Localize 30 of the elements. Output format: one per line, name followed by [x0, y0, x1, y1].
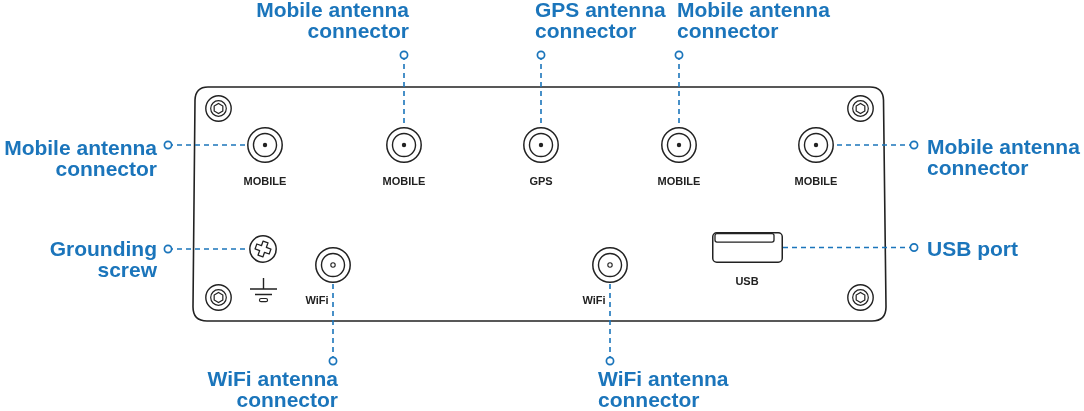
antenna-connector — [386, 127, 422, 163]
leader-line — [328, 282, 338, 366]
antenna-connector — [315, 247, 351, 283]
antenna-connector — [523, 127, 559, 163]
callout-text: WiFi antenna connector — [598, 361, 730, 410]
leader-line — [605, 282, 615, 366]
antenna-connector — [798, 127, 834, 163]
leader-line — [163, 140, 248, 150]
grounding-screw — [249, 235, 277, 263]
usb-port — [712, 232, 783, 263]
port-label: WiFi — [305, 294, 329, 306]
callout-text: WiFi antenna connector — [206, 361, 338, 410]
port-label: MOBILE — [657, 175, 701, 187]
port-label: MOBILE — [382, 175, 426, 187]
port-label: WiFi — [582, 294, 606, 306]
antenna-connector — [247, 127, 283, 163]
leader-line — [782, 243, 919, 252]
callout-text: GPS antenna connector — [535, 0, 667, 55]
callout-text: USB port — [914, 238, 1019, 259]
port-label: MOBILE — [794, 175, 838, 187]
callout-text: Mobile antenna connector — [914, 136, 1081, 178]
antenna-connector — [661, 127, 697, 163]
callout-text: Grounding screw — [48, 238, 168, 280]
port-label: MOBILE — [243, 175, 287, 187]
port-label: USB — [735, 275, 759, 287]
callout-text: Mobile antenna connector — [677, 0, 831, 55]
callout-text: Mobile antenna connector — [3, 137, 168, 179]
antenna-connector — [592, 247, 628, 283]
callout-text: Mobile antenna connector — [255, 0, 409, 55]
port-label: GPS — [529, 175, 553, 187]
